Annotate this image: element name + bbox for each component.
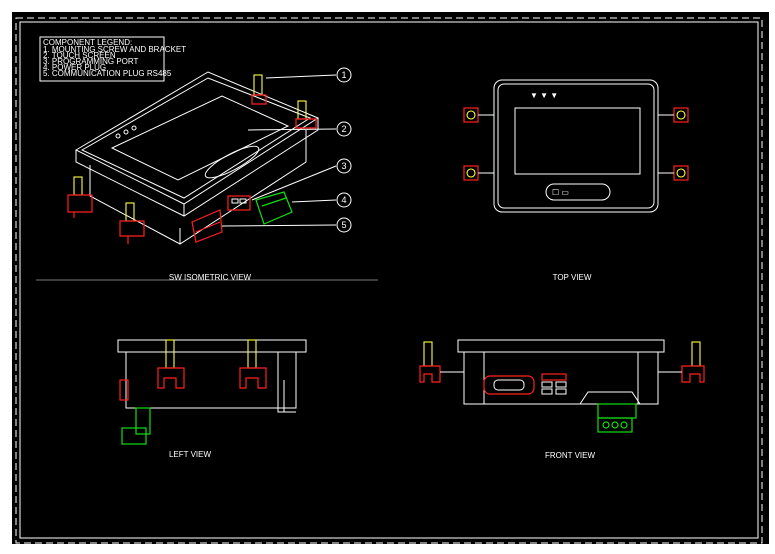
iso-mounting-screw <box>251 74 267 105</box>
callout-5: 5 <box>336 217 352 233</box>
iso-mounting-screw <box>295 100 317 129</box>
left-view-screw <box>239 339 267 389</box>
front-view-programming-port <box>541 373 567 395</box>
top-view: ▼ ▼ ▼ ☐ ▭ TOP VIEW <box>463 79 689 282</box>
svg-text:5: 5 <box>341 220 346 230</box>
drawing-area <box>12 12 769 544</box>
iso-display <box>110 95 290 181</box>
iso-rs485-plug <box>191 209 223 243</box>
legend-item: 4. POWER PLUG <box>43 63 106 72</box>
callout-leaders <box>221 74 337 227</box>
view-label-top: TOP VIEW <box>553 273 592 282</box>
legend-item: 5. COMMUNICATION PLUG RS485 <box>43 69 172 78</box>
top-view-bracket <box>658 165 689 181</box>
view-label-front: FRONT VIEW <box>545 451 596 460</box>
callout-1: 1 <box>336 67 352 83</box>
left-view: LEFT VIEW <box>117 339 307 459</box>
svg-text:☐ ▭: ☐ ▭ <box>552 188 569 197</box>
legend-item: 3. PROGRAMMING PORT <box>43 57 139 66</box>
svg-text:▼ ▼ ▼: ▼ ▼ ▼ <box>530 91 558 100</box>
front-view-power-plug <box>597 403 637 433</box>
top-view-bracket <box>463 107 494 123</box>
iso-programming-port <box>227 195 251 211</box>
front-view-bracket <box>419 341 464 383</box>
svg-text:4: 4 <box>341 195 346 205</box>
top-view-bracket <box>658 107 689 123</box>
legend-title: COMPONENT LEGEND: <box>43 38 132 47</box>
iso-power-plug <box>255 191 293 225</box>
view-label-left: LEFT VIEW <box>169 450 212 459</box>
legend-item: 2. TOUCH SCREEN <box>43 51 116 60</box>
component-legend: COMPONENT LEGEND: 1. MOUNTING SCREW AND … <box>39 36 186 82</box>
callout-4: 4 <box>336 192 352 208</box>
front-view: FRONT VIEW <box>419 339 705 460</box>
top-view-bracket <box>463 165 494 181</box>
callout-2: 2 <box>336 121 352 137</box>
legend-item: 1. MOUNTING SCREW AND BRACKET <box>43 45 186 54</box>
callout-3: 3 <box>336 158 352 174</box>
isometric-view: 1 2 3 4 5 SW ISOMETRIC VIEW <box>67 67 352 282</box>
front-view-db9-port <box>483 375 535 395</box>
svg-text:2: 2 <box>341 124 346 134</box>
inner-drawing-border <box>19 21 759 539</box>
left-view-port <box>119 379 129 401</box>
front-view-bracket <box>658 341 705 383</box>
svg-text:3: 3 <box>341 161 346 171</box>
view-label-iso: SW ISOMETRIC VIEW <box>169 273 252 282</box>
svg-text:1: 1 <box>341 70 346 80</box>
left-view-screw <box>157 339 185 389</box>
iso-mounting-screw <box>119 202 145 244</box>
iso-mounting-screw <box>67 176 93 218</box>
left-view-power-plug <box>121 407 151 445</box>
top-view-display <box>514 107 641 175</box>
outer-dashed-border <box>15 17 763 544</box>
